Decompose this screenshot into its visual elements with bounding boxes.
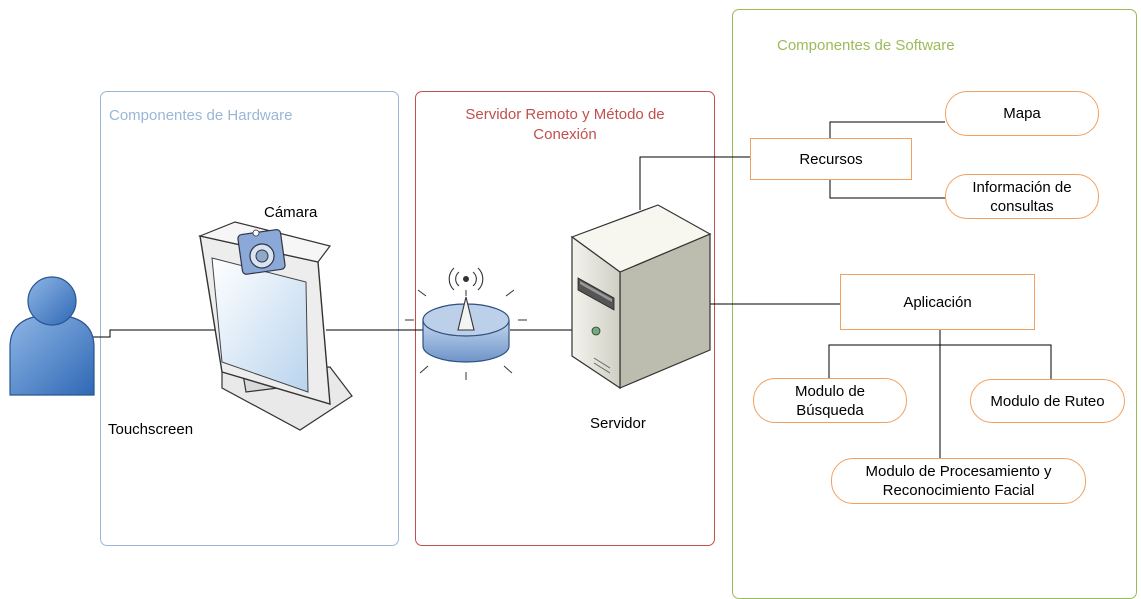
- connectors-and-icons: [9, 121, 1052, 458]
- wireless-router-icon: [405, 267, 527, 380]
- modulo-procesamiento-node: Modulo de Procesamiento y Reconocimiento…: [831, 458, 1086, 504]
- modulo-busqueda-node: Modulo de Búsqueda: [753, 378, 907, 423]
- architecture-diagram: Componentes de Hardware Servidor Remoto …: [9, 9, 1137, 599]
- server-group-title: Servidor Remoto y Método de Conexión: [465, 106, 665, 143]
- hardware-group: Componentes de Hardware: [100, 91, 399, 546]
- software-group-title: Componentes de Software: [777, 37, 955, 54]
- recursos-node: Recursos: [750, 138, 912, 180]
- touchscreen-label: Touchscreen: [108, 421, 194, 438]
- mapa-node: Mapa: [945, 91, 1099, 136]
- server-group: Servidor Remoto y Método de Conexión: [415, 91, 715, 546]
- aplicacion-node: Aplicación: [840, 274, 1035, 330]
- informacion-consultas-node: Información de consultas: [945, 174, 1099, 219]
- hardware-group-title: Componentes de Hardware: [109, 107, 293, 124]
- modulo-ruteo-node: Modulo de Ruteo: [970, 379, 1125, 423]
- user-icon: [9, 276, 95, 396]
- server-tower-icon: [570, 204, 712, 390]
- camera-icon: [237, 229, 286, 275]
- server-label: Servidor: [590, 415, 646, 432]
- camera-label: Cámara: [264, 204, 318, 221]
